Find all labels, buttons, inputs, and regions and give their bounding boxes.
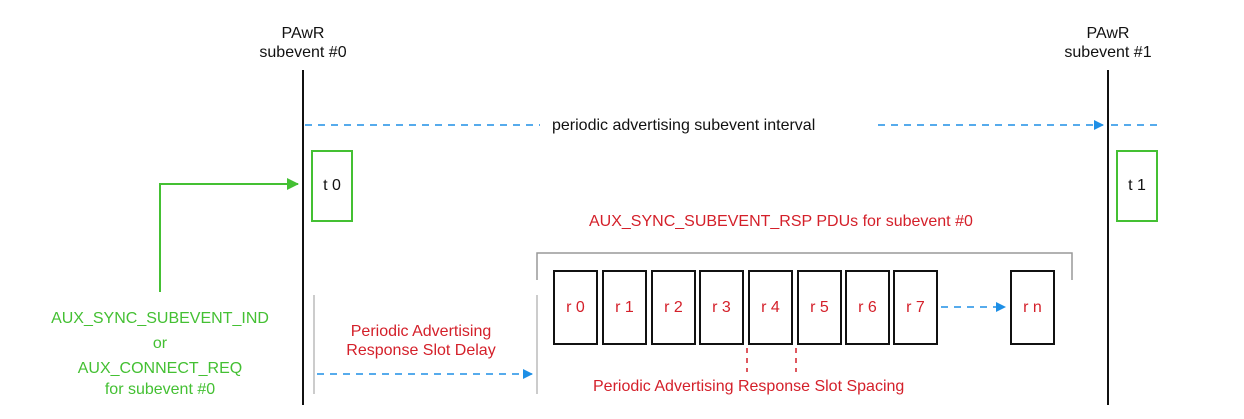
response-slot-r3: r 3 xyxy=(699,270,744,345)
interval-label: periodic advertising subevent interval xyxy=(552,117,816,134)
response-group-title: AUX_SYNC_SUBEVENT_RSP PDUs for subevent … xyxy=(589,213,973,230)
trigger-pdu-label: AUX_SYNC_SUBEVENT_IND or AUX_CONNECT_REQ… xyxy=(51,308,269,400)
response-bracket xyxy=(536,252,1073,280)
response-slot-r6: r 6 xyxy=(845,270,890,345)
subevent1-line2: subevent #1 xyxy=(1064,44,1152,61)
trigger-pdu-line4: for subevent #0 xyxy=(104,381,216,398)
subevent1-line1: PAwR xyxy=(1086,25,1130,42)
slot-delay-line1: Periodic Advertising xyxy=(350,323,492,340)
response-slot-r2: r 2 xyxy=(651,270,696,345)
subevent0-title: PAwR subevent #0 xyxy=(259,24,346,62)
slot-delay-line2: Response Slot Delay xyxy=(346,342,496,359)
trigger-pdu-line3: AUX_CONNECT_REQ xyxy=(77,360,243,377)
subevent0-line2: subevent #0 xyxy=(259,44,347,61)
t1-box: t 1 xyxy=(1116,150,1158,222)
trigger-arrow xyxy=(159,178,299,292)
slot-spacing-label: Periodic Advertising Response Slot Spaci… xyxy=(593,378,905,395)
subevent1-title: PAwR subevent #1 xyxy=(1064,24,1151,62)
response-slot-r5: r 5 xyxy=(797,270,842,345)
response-slot-r0: r 0 xyxy=(553,270,598,345)
slot-delay-label: Periodic Advertising Response Slot Delay xyxy=(346,322,495,360)
response-slot-rn: r n xyxy=(1010,270,1055,345)
response-slot-r4: r 4 xyxy=(748,270,793,345)
response-slot-r1: r 1 xyxy=(602,270,647,345)
t0-box: t 0 xyxy=(311,150,353,222)
trigger-pdu-line1: AUX_SYNC_SUBEVENT_IND xyxy=(51,310,269,327)
trigger-pdu-line2: or xyxy=(152,335,168,352)
subevent0-line1: PAwR xyxy=(281,25,325,42)
response-slot-r7: r 7 xyxy=(893,270,938,345)
